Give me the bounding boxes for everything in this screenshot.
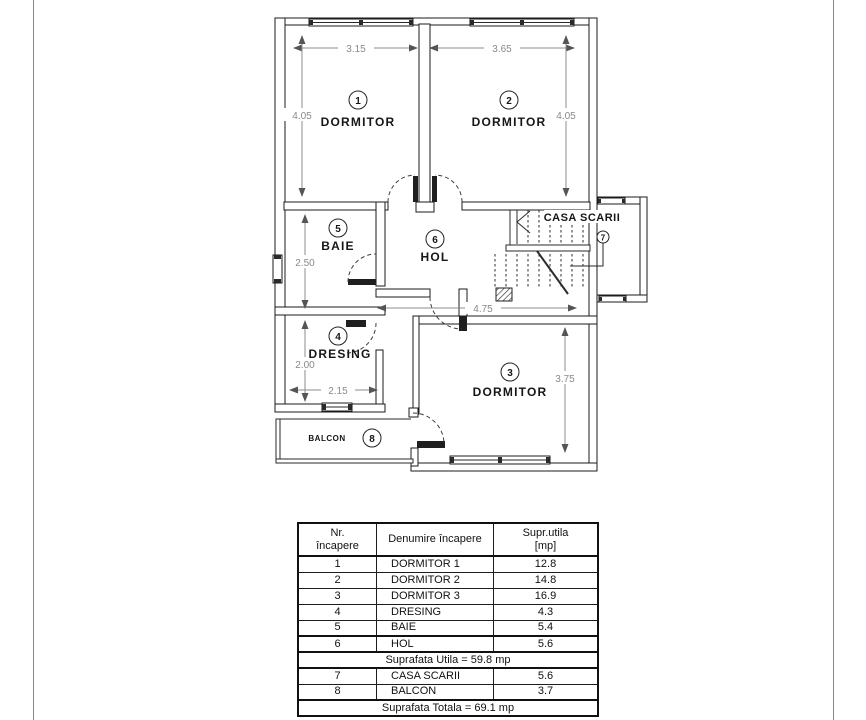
- window-baie: [272, 254, 283, 284]
- window-stairbay-top: [597, 197, 626, 205]
- interior-walls: [274, 23, 598, 467]
- table-header-row: Nr. încapere Denumire încapere Supr.util…: [297, 522, 599, 557]
- room2-number: 2: [506, 96, 512, 107]
- dim-baie-height: 2.50: [295, 258, 315, 269]
- header-denumire: Denumire încapere: [376, 522, 494, 557]
- floor-plan-drawing: 3.15 3.65 4.05 4.05 2.50 2.00 2.15 4.75 …: [272, 17, 648, 472]
- header-suprafata: Supr.utila [mp]: [493, 522, 599, 557]
- staircase: [494, 210, 604, 302]
- window-dresing: [321, 402, 353, 412]
- door-bedroom2: [432, 174, 463, 203]
- room8-number: 8: [369, 434, 375, 445]
- door-bedroom3: [429, 296, 467, 331]
- dim-room1-height: 4.05: [292, 111, 312, 122]
- door-dresing: [345, 320, 377, 354]
- window-bedroom1: [308, 18, 414, 27]
- dim-room1-width: 3.15: [346, 44, 366, 55]
- room4-number: 4: [335, 332, 341, 343]
- room6-name: HOL: [421, 250, 450, 264]
- room6-number: 6: [432, 235, 438, 246]
- door-baie: [347, 253, 377, 285]
- room5-name: BAIE: [321, 239, 354, 253]
- door-balcony: [412, 412, 445, 448]
- total-row: Suprafata Totala = 69.1 mp: [297, 699, 599, 717]
- window-bedroom2: [469, 18, 575, 27]
- dim-room2-width: 3.65: [492, 44, 512, 55]
- subtotal-label: Suprafata Utila = 59.8 mp: [297, 651, 599, 669]
- room3-name: DORMITOR: [473, 385, 548, 399]
- room8-name: BALCON: [308, 434, 345, 443]
- total-label: Suprafata Totala = 69.1 mp: [297, 699, 599, 717]
- dim-dresing-height: 2.00: [295, 360, 315, 371]
- room7-name: CASA SCARII: [544, 212, 621, 224]
- dim-dresing-width: 2.15: [328, 386, 348, 397]
- room1-name: DORMITOR: [321, 115, 396, 129]
- dimensions: 3.15 3.65 4.05 4.05 2.50 2.00 2.15 4.75 …: [284, 35, 584, 453]
- room4-name: DRESING: [308, 347, 371, 361]
- balcony-rail: [275, 418, 414, 464]
- sheet-border-right: [833, 0, 834, 720]
- window-bedroom3: [449, 455, 551, 465]
- window-stairbay-bottom: [598, 295, 627, 303]
- dim-room3-width: 4.75: [473, 304, 493, 315]
- room5-number: 5: [335, 224, 341, 235]
- hatched-wall-section: [495, 287, 513, 302]
- room-area-table: Nr. încapere Denumire încapere Supr.util…: [297, 522, 599, 717]
- subtotal-row: Suprafata Utila = 59.8 mp: [297, 651, 599, 669]
- header-nr: Nr. încapere: [297, 522, 377, 557]
- room-labels: 1 DORMITOR 2 DORMITOR 3 DORMITOR 4 DRESI…: [308, 90, 621, 448]
- room2-name: DORMITOR: [472, 115, 547, 129]
- room3-number: 3: [507, 368, 513, 379]
- dim-room3-height: 3.75: [555, 374, 575, 385]
- door-bedroom1: [387, 174, 418, 203]
- room7-number: 7: [601, 234, 606, 243]
- sheet-border-left: [33, 0, 34, 720]
- dim-room2-height: 4.05: [556, 111, 576, 122]
- room1-number: 1: [355, 96, 361, 107]
